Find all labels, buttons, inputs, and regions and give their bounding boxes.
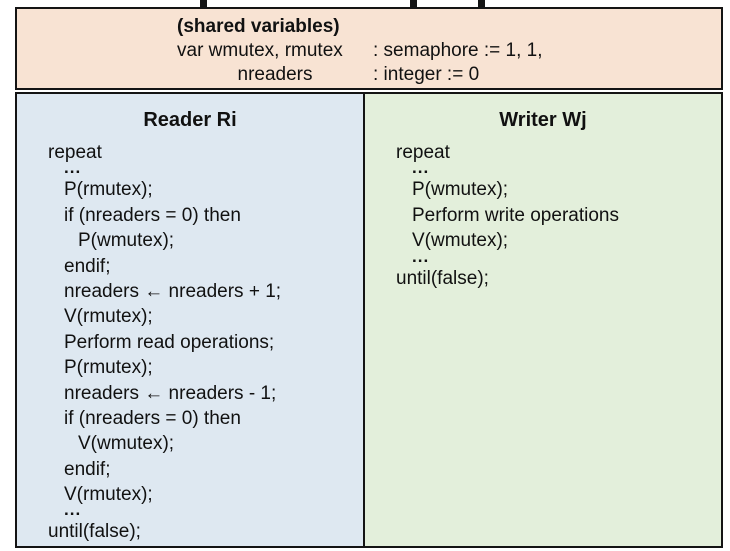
- code-line: ...: [412, 246, 430, 266]
- code-line: P(rmutex);: [64, 179, 153, 201]
- cropped-title-fragment: [200, 0, 207, 8]
- code-line: until(false);: [396, 267, 489, 289]
- code-line: ...: [64, 500, 82, 520]
- code-line: nreaders ← nreaders + 1;: [64, 280, 282, 302]
- code-line: Perform read operations;: [64, 331, 275, 353]
- reader-title: Reader Ri: [143, 109, 237, 131]
- variable-declaration-row: var wmutex, rmutex : semaphore := 1, 1,: [17, 39, 721, 63]
- code-line: repeat: [48, 142, 102, 163]
- writer-code: repeat...P(wmutex);Perform write operati…: [365, 140, 721, 291]
- code-line: repeat: [396, 142, 450, 163]
- process-columns: Reader Ri repeat...P(rmutex);if (nreader…: [15, 92, 723, 548]
- code-line: nreaders ← nreaders - 1;: [64, 382, 277, 404]
- code-line: P(wmutex);: [78, 230, 175, 252]
- code-line: V(wmutex);: [78, 433, 175, 455]
- reader-code: repeat...P(rmutex);if (nreaders = 0) the…: [17, 140, 363, 545]
- shared-variables-title: (shared variables): [177, 16, 340, 37]
- code-line: if (nreaders = 0) then: [64, 204, 241, 226]
- writer-panel: Writer Wj repeat...P(wmutex);Perform wri…: [365, 94, 721, 546]
- code-line: Perform write operations: [412, 204, 619, 226]
- cropped-title-fragment: [410, 0, 417, 8]
- variable-names: var wmutex, rmutex: [177, 40, 343, 61]
- variable-type: : integer := 0: [373, 64, 480, 85]
- code-line: P(wmutex);: [412, 179, 509, 201]
- code-line: V(rmutex);: [64, 484, 153, 506]
- cropped-title-fragment: [478, 0, 485, 8]
- code-line: ...: [412, 158, 430, 178]
- shared-variables-panel: (shared variables) var wmutex, rmutex : …: [15, 7, 723, 90]
- reader-panel: Reader Ri repeat...P(rmutex);if (nreader…: [17, 94, 365, 546]
- code-line: endif;: [64, 255, 111, 277]
- variable-declaration-row: nreaders : integer := 0: [17, 63, 721, 87]
- code-line: ...: [64, 158, 82, 178]
- code-line: if (nreaders = 0) then: [64, 407, 241, 429]
- code-line: P(rmutex);: [64, 357, 153, 379]
- code-line: endif;: [64, 458, 111, 480]
- variable-names: nreaders: [237, 64, 313, 85]
- writer-title: Writer Wj: [499, 109, 587, 131]
- code-line: V(rmutex);: [64, 306, 153, 328]
- code-line: V(wmutex);: [412, 230, 509, 252]
- code-line: until(false);: [48, 521, 141, 543]
- variable-type: : semaphore := 1, 1,: [373, 40, 543, 61]
